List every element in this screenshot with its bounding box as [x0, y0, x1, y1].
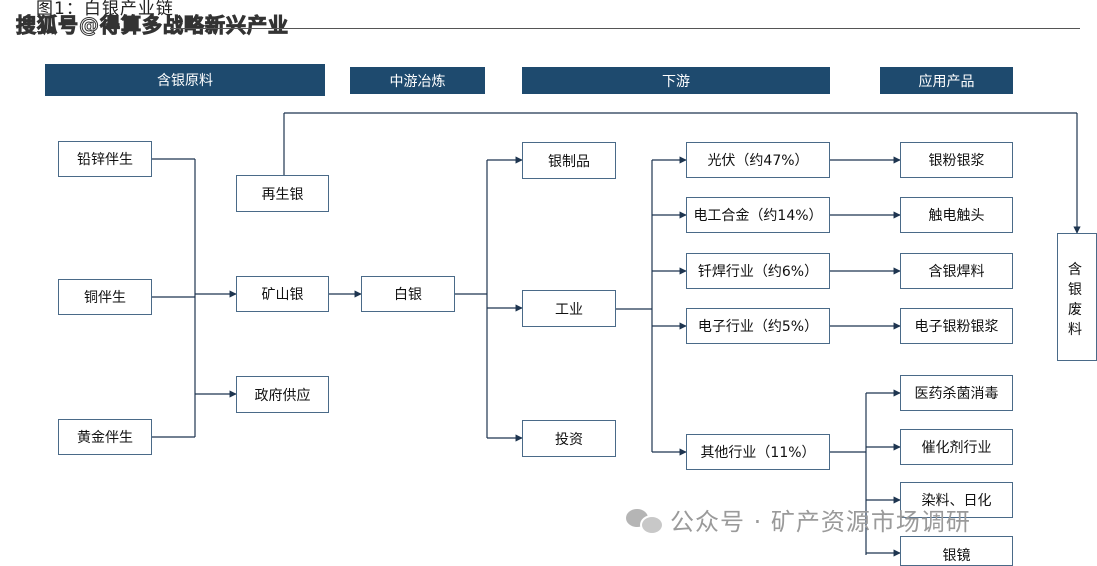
box-app-paste: 银粉银浆	[900, 142, 1013, 178]
box-industry: 工业	[522, 290, 616, 327]
box-other: 其他行业（11%）	[686, 434, 830, 470]
box-lead-zinc: 铅锌伴生	[58, 141, 152, 177]
figure-title: 图1：白银产业链	[36, 0, 174, 19]
box-app-pharma: 医药杀菌消毒	[900, 375, 1013, 411]
box-app-catalyst: 催化剂行业	[900, 429, 1013, 465]
box-electronics: 电子行业（约5%）	[686, 308, 830, 344]
box-app-mirror: 银镜	[900, 536, 1013, 566]
box-pv: 光伏（约47%）	[686, 142, 830, 178]
box-copper: 铜伴生	[58, 279, 152, 315]
box-gold: 黄金伴生	[58, 419, 152, 455]
box-investment: 投资	[522, 420, 616, 457]
source-overlay: 搜狐号@得算多战略新兴产业	[16, 13, 289, 38]
header-app: 应用产品	[880, 67, 1013, 94]
header-raw: 含银原料	[45, 64, 325, 96]
box-solder-industry: 钎焊行业（约6%）	[686, 253, 830, 289]
box-recycled: 再生银	[236, 175, 329, 212]
box-app-dye: 染料、日化	[900, 482, 1013, 518]
box-app-solder: 含银焊料	[900, 253, 1013, 289]
watermark-text: 公众号 · 矿产资源市场调研	[670, 508, 971, 536]
waste-text: 含银废料	[1068, 262, 1082, 338]
title-rule	[170, 28, 1080, 29]
wechat-icon	[626, 507, 664, 535]
connector-lines	[152, 112, 1081, 557]
box-products: 银制品	[522, 142, 616, 179]
watermark: 公众号 · 矿产资源市场调研	[626, 502, 971, 537]
box-waste: 含银废料	[1057, 233, 1097, 361]
box-electrical: 电工合金（约14%）	[686, 197, 830, 233]
box-app-elec-paste: 电子银粉银浆	[900, 308, 1013, 344]
header-mid: 中游冶炼	[350, 67, 485, 94]
box-app-contacts: 触电触头	[900, 197, 1013, 233]
box-government: 政府供应	[236, 376, 329, 413]
box-mine: 矿山银	[236, 276, 329, 312]
box-silver: 白银	[361, 276, 455, 312]
header-down: 下游	[522, 67, 830, 94]
